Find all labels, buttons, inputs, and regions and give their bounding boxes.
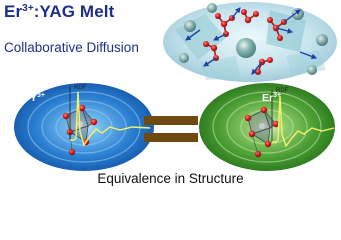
cation-sphere (179, 53, 189, 63)
cation-sphere (184, 20, 196, 32)
oxygen-atom (267, 57, 273, 63)
right-disc-group (199, 83, 335, 171)
oxygen-atom (267, 17, 273, 23)
left-ion-charge: 3+ (37, 92, 45, 99)
left-rdf-label: RDF (74, 85, 87, 91)
oxygen-atom (210, 44, 218, 52)
cation-sphere (307, 65, 317, 75)
central-er-sphere (236, 38, 256, 58)
right-ion-charge: 3+ (273, 92, 282, 99)
figure-graphics (14, 2, 337, 171)
diffusion-arrow (275, 27, 294, 34)
right-polyhedron (244, 106, 280, 158)
right-rdf-plot (271, 90, 335, 148)
oxygen-atom (215, 13, 221, 19)
diffusion-arrow (203, 57, 217, 67)
left-ion-symbol: Y (30, 92, 38, 104)
diffusion-arrow (212, 33, 227, 41)
right-ion-label: Er3+ (262, 92, 281, 104)
diffusion-arrow (283, 9, 301, 23)
right-rdf-label: RDF (276, 88, 289, 94)
equals-bar-top (144, 116, 198, 125)
collaborative-diffusion-label: Collaborative Diffusion (4, 40, 139, 55)
figure-title: Er3+:YAG Melt (4, 2, 114, 22)
diffusion-cluster (163, 2, 337, 82)
oxygen-atom (203, 41, 209, 47)
diffusion-arrow (299, 51, 318, 60)
oxygen-atom (253, 11, 259, 17)
title-rest: :YAG Melt (33, 2, 115, 21)
equals-sign (144, 116, 198, 142)
diffusion-arrow (231, 7, 241, 19)
cation-sphere (316, 34, 328, 46)
left-disc-group (14, 83, 154, 171)
figure-canvas: Er3+:YAG Melt Collaborative Diffusion Y3… (4, 2, 337, 186)
left-rdf-plot (69, 86, 151, 147)
oxygen-atom (241, 9, 247, 15)
diffusion-arrow (185, 29, 201, 41)
oxygen-atom (220, 20, 228, 28)
title-ion: Er (4, 2, 23, 21)
left-ion-label: Y3+ (30, 92, 45, 104)
oxygen-atom (277, 35, 283, 41)
equivalence-caption: Equivalence in Structure (97, 171, 244, 186)
cation-sphere (207, 3, 217, 13)
oxygen-atom (244, 16, 252, 24)
title-charge: 3+ (22, 3, 34, 14)
equals-bar-bottom (144, 133, 198, 142)
right-ion-symbol: Er (262, 92, 274, 104)
diffusion-arrow (251, 61, 263, 75)
